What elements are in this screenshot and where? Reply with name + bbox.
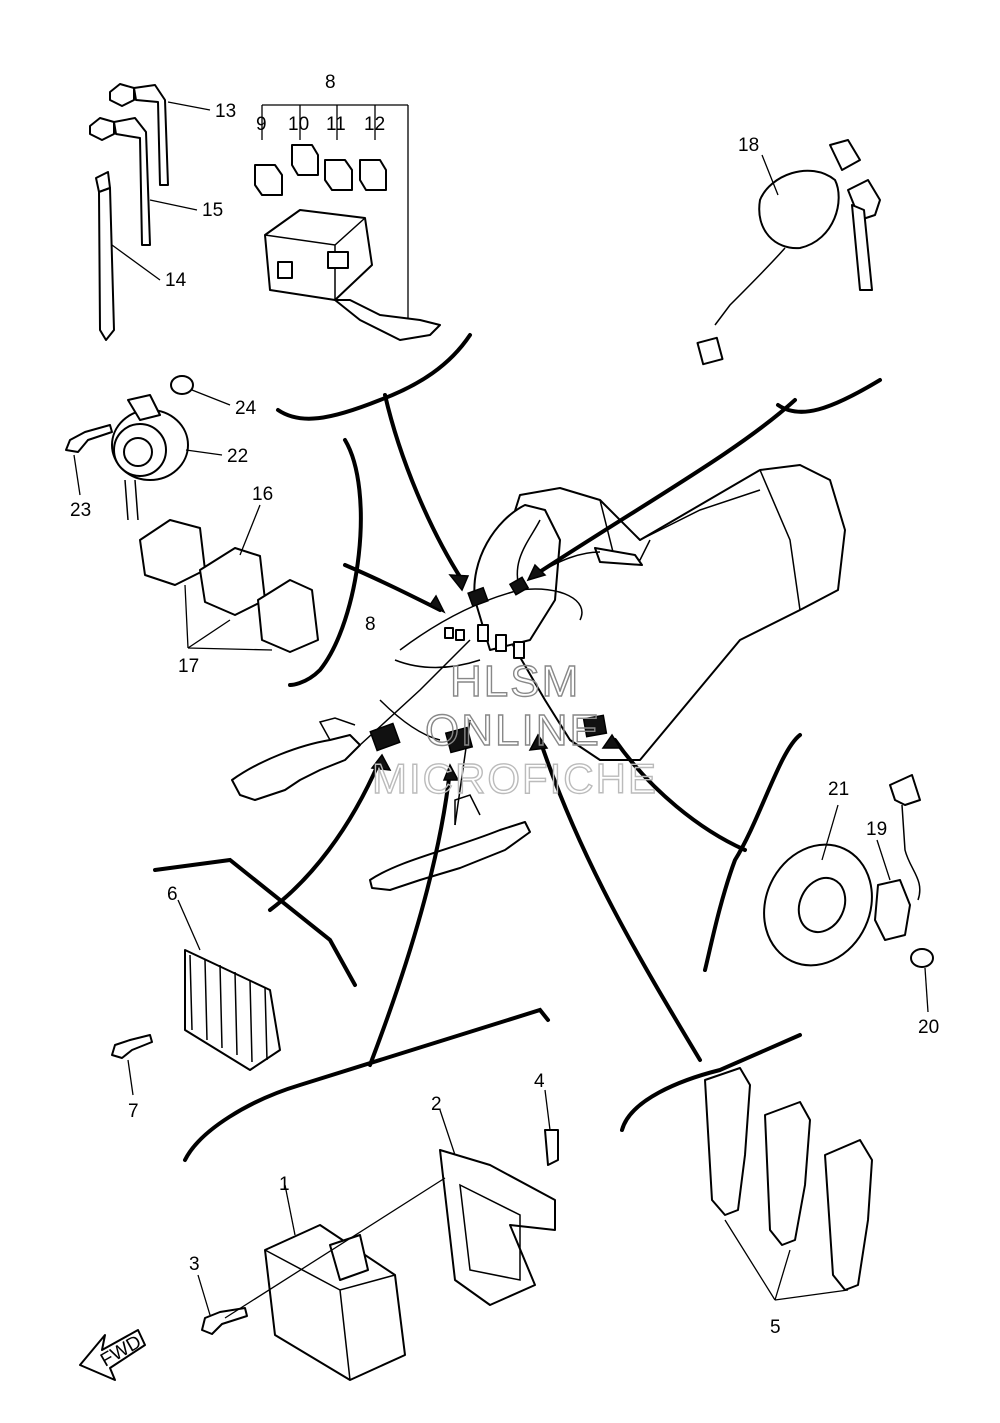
fuse-box-group [254, 104, 441, 341]
relays-group [139, 504, 319, 653]
callout-23: 23 [70, 500, 91, 521]
callout-8-chassis: 8 [365, 614, 376, 635]
group-bracket-lines [153, 333, 882, 1162]
callout-13: 13 [215, 101, 236, 122]
spark-plug-caps-group [704, 1067, 873, 1301]
callout-24: 24 [235, 398, 257, 419]
callout-9: 9 [256, 114, 267, 135]
callout-labels: 8 9 10 11 12 13 15 14 18 24 22 23 16 17 … [70, 72, 939, 1338]
callout-1: 1 [279, 1174, 290, 1195]
cable-ties-group [89, 83, 211, 341]
callout-8: 8 [325, 72, 336, 93]
watermark-line-2: ONLINE [425, 706, 601, 755]
callout-21: 21 [828, 779, 849, 800]
callout-22: 22 [227, 446, 248, 467]
main-switch-group [696, 139, 881, 366]
callout-11: 11 [326, 114, 346, 135]
callout-10: 10 [288, 114, 309, 135]
pickup-coil-group [763, 774, 934, 1013]
callout-18: 18 [738, 135, 759, 156]
callout-19: 19 [866, 819, 887, 840]
callout-15: 15 [202, 200, 223, 221]
snowmobile-chassis [231, 464, 846, 891]
callout-4: 4 [534, 1071, 545, 1092]
forward-direction-arrow: FWD [79, 1329, 146, 1381]
watermark: HLSM ONLINE MICROFICHE [371, 656, 658, 802]
callout-12: 12 [364, 114, 385, 135]
watermark-line-1: HLSM [450, 657, 580, 706]
rectifier-group [111, 899, 281, 1096]
callout-14: 14 [165, 270, 187, 291]
horn-group [65, 375, 231, 521]
watermark-line-3: MICROFICHE [372, 755, 658, 802]
callout-7: 7 [128, 1101, 139, 1122]
callout-20: 20 [918, 1017, 939, 1038]
callout-17: 17 [178, 656, 199, 677]
callout-6: 6 [167, 884, 178, 905]
callout-3: 3 [189, 1254, 200, 1275]
callout-2: 2 [431, 1094, 442, 1115]
cdi-unit-group [197, 1089, 559, 1381]
callout-16: 16 [252, 484, 273, 505]
callout-5: 5 [770, 1317, 781, 1338]
